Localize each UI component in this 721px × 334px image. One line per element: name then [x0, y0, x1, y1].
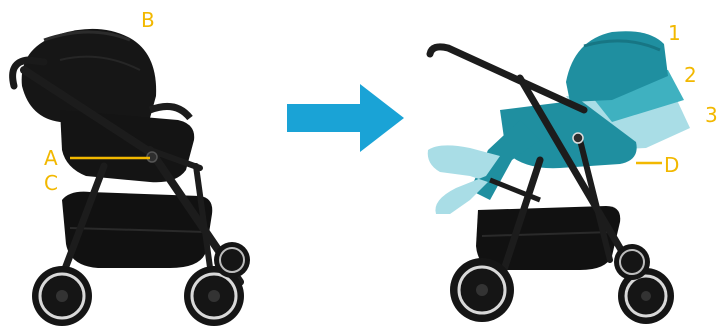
label-c: C: [44, 171, 58, 195]
right-arrow-icon: [287, 84, 404, 152]
label-d: D: [664, 153, 679, 177]
label-3: 3: [705, 103, 718, 127]
label-b: B: [141, 8, 155, 32]
label-a: A: [44, 146, 58, 170]
stroller-reclined-teal: [428, 31, 690, 324]
label-1: 1: [668, 21, 681, 45]
label-2: 2: [684, 63, 697, 87]
